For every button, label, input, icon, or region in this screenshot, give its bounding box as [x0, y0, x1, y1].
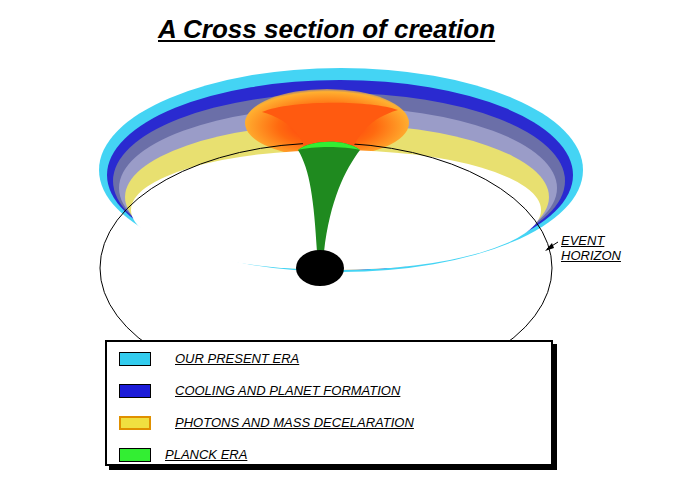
legend-row: PHOTONS AND MASS DECELARATION: [107, 413, 547, 433]
legend-swatch: [119, 416, 151, 430]
legend-text: COOLING AND PLANET FORMATION: [175, 383, 400, 398]
legend-text: OUR PRESENT ERA: [175, 351, 299, 366]
legend-row: COOLING AND PLANET FORMATION: [107, 381, 547, 401]
callout-label: EVENT HORIZON: [561, 233, 635, 263]
planck-cap: [298, 142, 360, 150]
present-era-band: [99, 68, 583, 272]
hot-funnel-top: [262, 103, 398, 150]
singularity: [296, 250, 344, 286]
photon-band: [125, 124, 549, 270]
legend-text: PLANCK ERA: [165, 447, 247, 462]
planck-funnel: [298, 142, 360, 252]
legend-box: OUR PRESENT ERA COOLING AND PLANET FORMAT…: [105, 340, 553, 466]
leader-arrowhead: [545, 243, 554, 251]
legend-text: PHOTONS AND MASS DECELARATION: [175, 415, 414, 430]
legend-row: PLANCK ERA: [107, 445, 547, 465]
legend-swatch: [119, 448, 151, 462]
cooling-band: [107, 80, 573, 270]
legend-row: OUR PRESENT ERA: [107, 349, 547, 369]
cooling-band-2: [113, 93, 565, 269]
legend-swatch: [119, 352, 151, 366]
diagram-title: A Cross section of creation: [158, 14, 495, 45]
legend-swatch: [119, 384, 151, 398]
